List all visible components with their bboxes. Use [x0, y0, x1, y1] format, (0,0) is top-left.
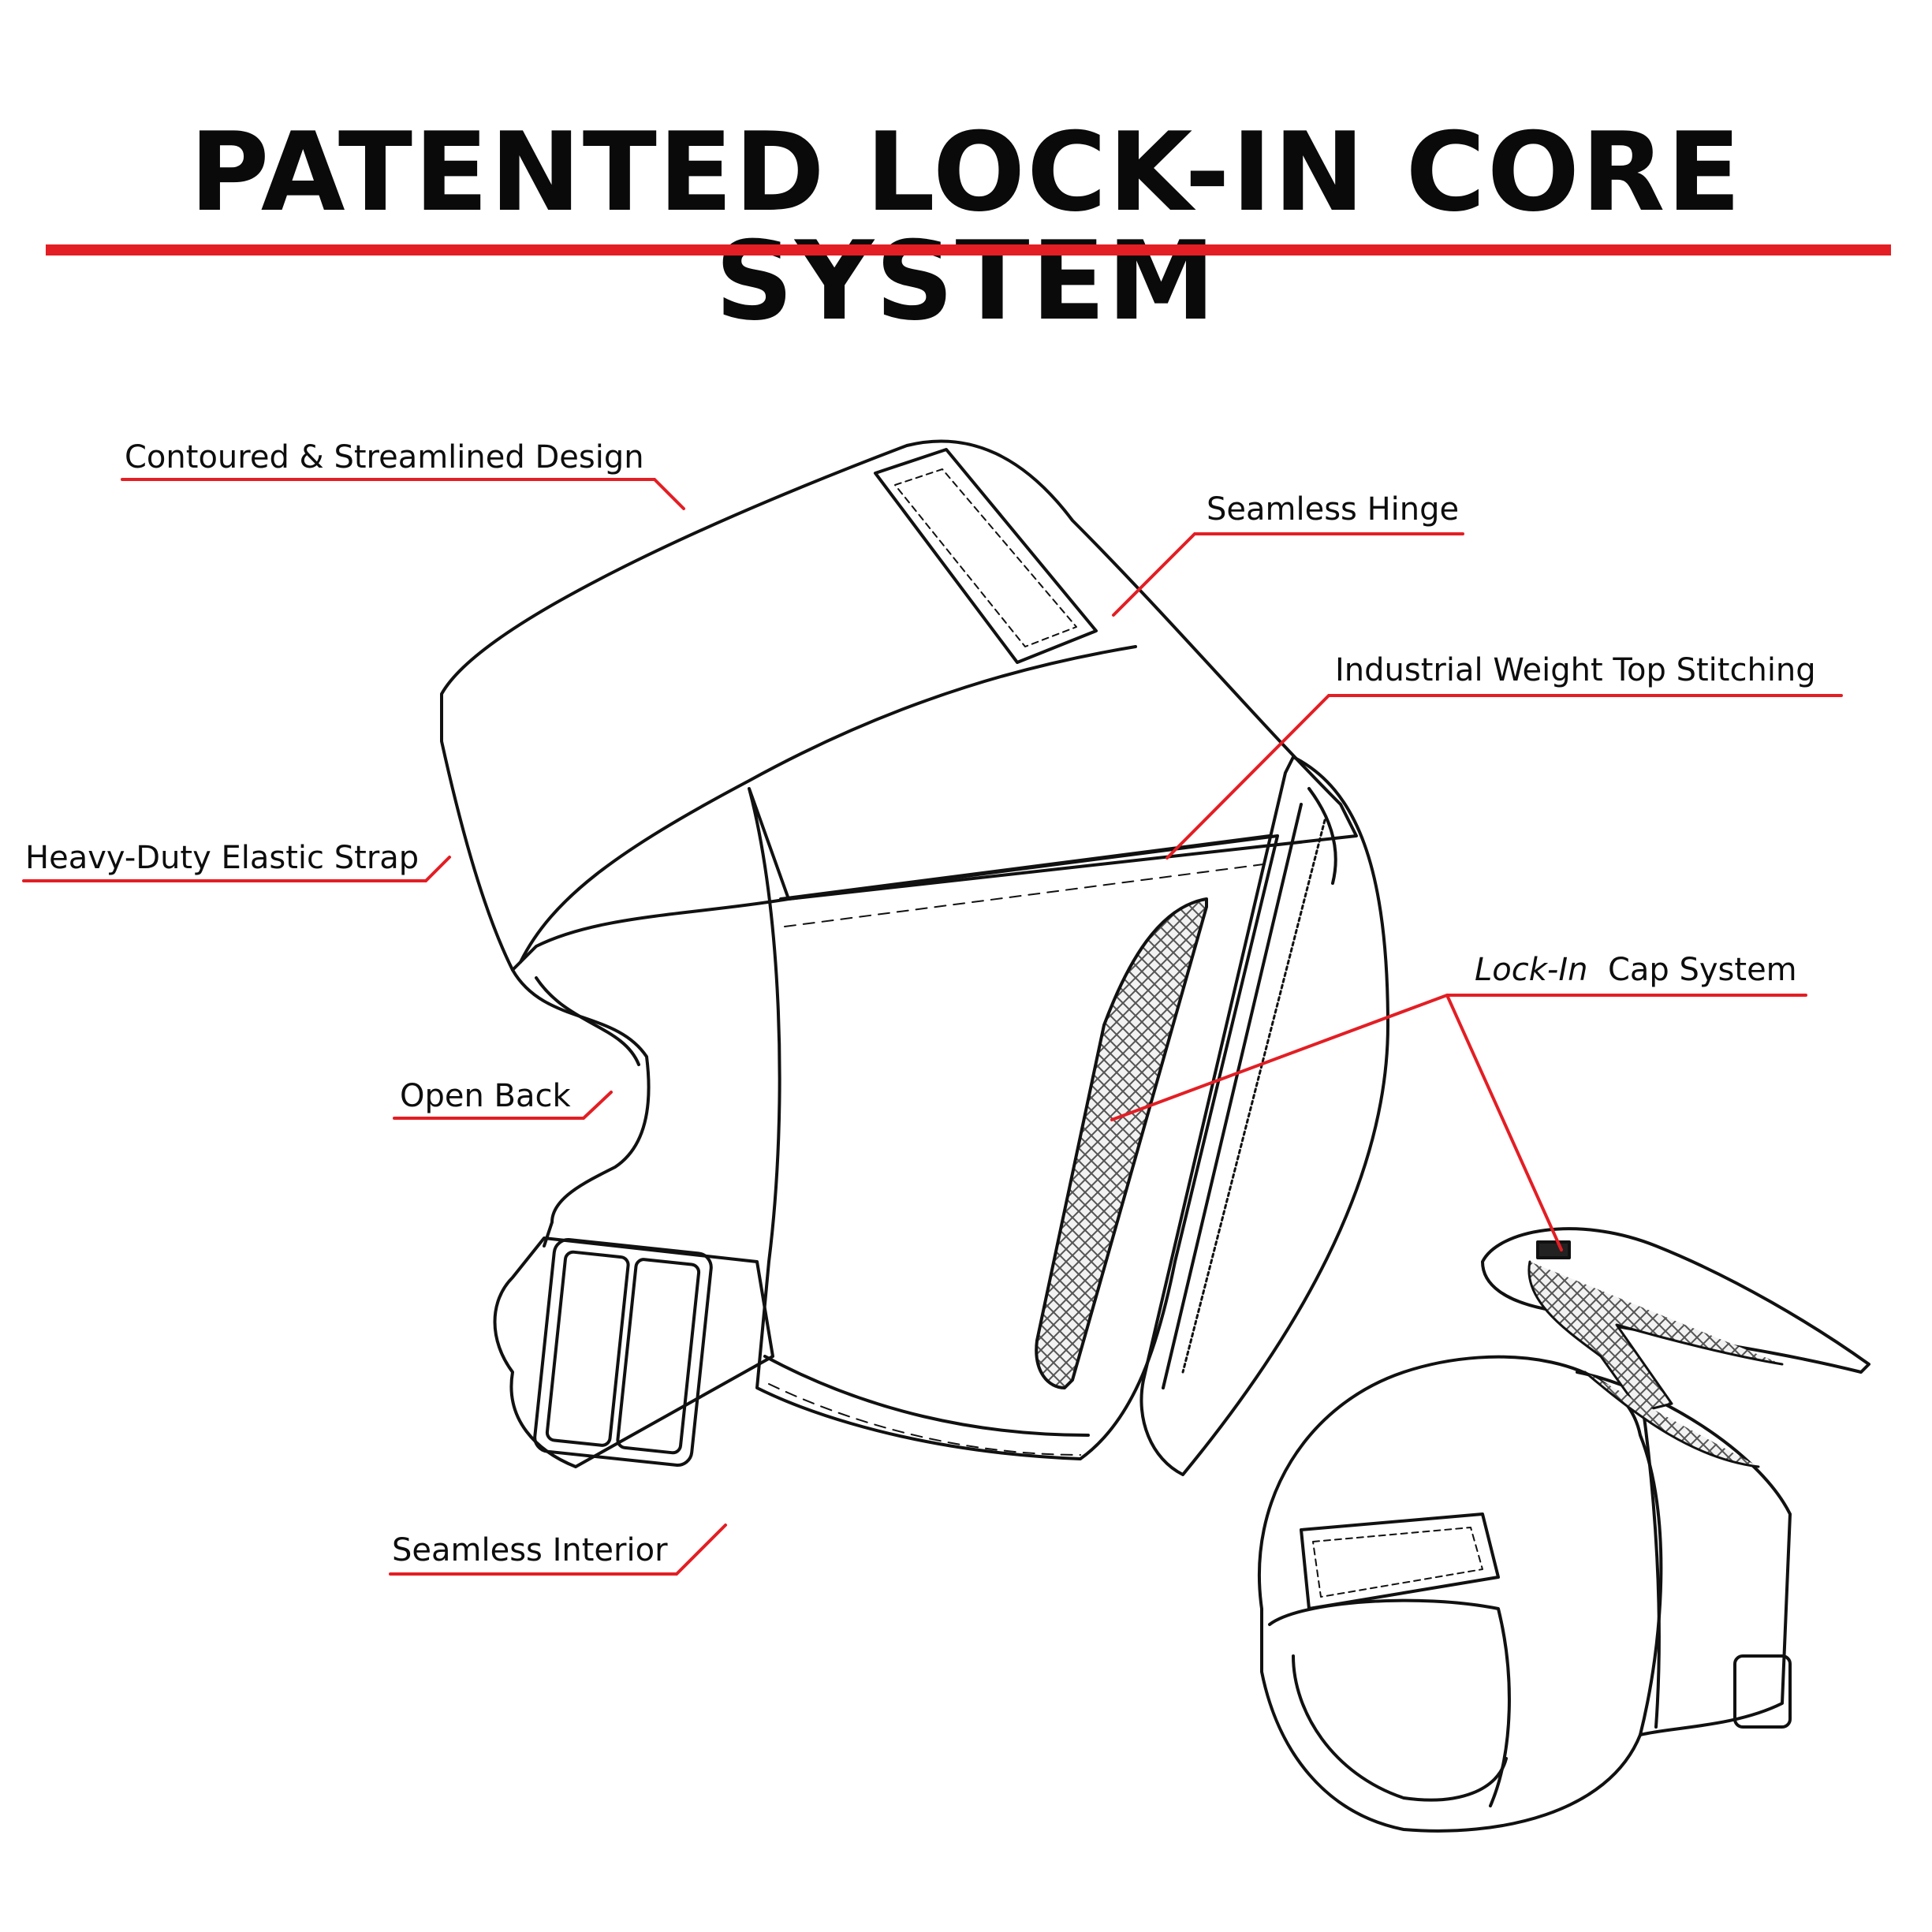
- upper-strap: [440, 439, 1358, 972]
- callout-lock-in-prefix: Lock-In: [1475, 952, 1588, 988]
- buckle-strap: [493, 1236, 774, 1468]
- small-pad-shell: [1257, 1355, 1663, 1833]
- callout-seamless-interior: Seamless Interior: [392, 1532, 668, 1568]
- top-tab: [874, 448, 1098, 664]
- callout-contoured-design: Contoured & Streamlined Design: [125, 439, 644, 476]
- leader-interior: [389, 1524, 727, 1576]
- cap-side: [1139, 755, 1389, 1476]
- callout-lock-in-suffix: Cap System: [1607, 952, 1797, 988]
- leader-contoured: [121, 478, 685, 510]
- open-back: [511, 968, 651, 1248]
- buckle: [533, 1238, 713, 1467]
- vent-pad: [1035, 897, 1208, 1389]
- shell-body: [748, 787, 1279, 1460]
- leader-lockin: [1110, 994, 1807, 1251]
- title-underline: [46, 244, 1891, 255]
- callout-open-back: Open Back: [400, 1078, 571, 1114]
- callout-seamless-hinge: Seamless Hinge: [1207, 491, 1460, 528]
- callout-lock-in-cap: Lock-In Cap System: [1475, 954, 1797, 986]
- leader-elastic: [22, 856, 451, 882]
- callout-top-stitching: Industrial Weight Top Stitching: [1335, 652, 1816, 688]
- callout-elastic-strap: Heavy-Duty Elastic Strap: [25, 840, 420, 876]
- leader-openback: [393, 1091, 613, 1120]
- leader-stitching: [1166, 694, 1843, 860]
- leader-hinge: [1112, 532, 1464, 617]
